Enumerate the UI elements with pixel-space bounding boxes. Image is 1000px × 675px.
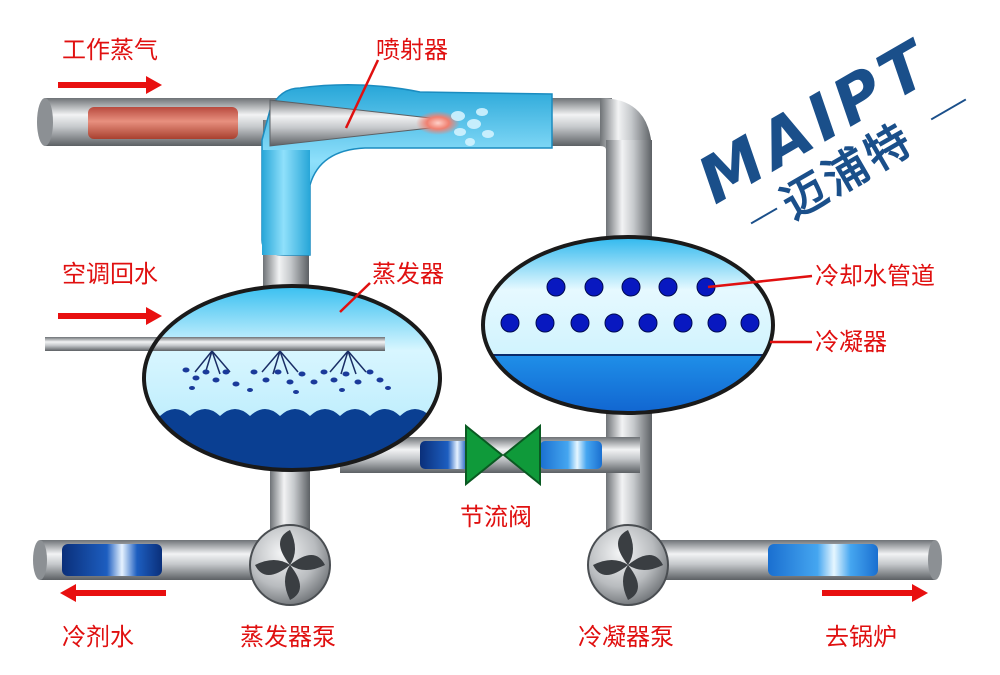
ejector-jet — [416, 111, 460, 135]
steam-inlet-arrow-icon — [58, 76, 162, 94]
label-condenser: 冷凝器 — [815, 328, 887, 356]
ejector-droplets — [451, 108, 494, 146]
flow-arrows — [58, 76, 928, 602]
refrigerant-water-flow — [62, 544, 162, 576]
refrigerant-water-arrow-icon — [60, 584, 166, 602]
evaporator-pump — [249, 524, 331, 606]
valve-flow-right — [540, 441, 602, 469]
condenser — [481, 235, 775, 415]
throttle-valve — [465, 423, 541, 487]
ejector-elbow — [600, 98, 652, 150]
sprinkler-heads — [194, 350, 367, 375]
label-refrigerant-water: 冷剂水 — [62, 623, 134, 651]
label-ejector: 喷射器 — [376, 36, 448, 64]
boiler-feed-flow — [768, 544, 878, 576]
maipt-logo: MAIPT 迈浦特 — [686, 26, 967, 230]
condenser-pump — [587, 524, 669, 606]
ejector-vertical-section — [262, 150, 310, 255]
label-condenser-pump: 冷凝器泵 — [578, 623, 674, 651]
label-throttle-valve: 节流阀 — [460, 503, 532, 531]
label-evaporator: 蒸发器 — [372, 260, 444, 288]
to-boiler-arrow-icon — [822, 584, 928, 602]
ejector — [261, 84, 553, 256]
label-ac-return-water: 空调回水 — [62, 260, 158, 288]
label-to-boiler: 去锅炉 — [825, 623, 897, 651]
labels: 工作蒸气 喷射器 空调回水 蒸发器 冷却水管道 冷凝器 节流阀 冷剂水 蒸发器泵… — [62, 36, 935, 651]
label-cooling-water-pipe: 冷却水管道 — [815, 262, 935, 290]
steam-flow — [88, 107, 238, 139]
cooling-water-tubes — [500, 277, 760, 333]
label-evaporator-pump: 蒸发器泵 — [240, 623, 336, 651]
ac-return-arrow-icon — [58, 307, 162, 325]
leader-lines — [339, 59, 813, 344]
evaporator-droplets — [182, 367, 391, 394]
label-working-steam: 工作蒸气 — [62, 36, 158, 64]
